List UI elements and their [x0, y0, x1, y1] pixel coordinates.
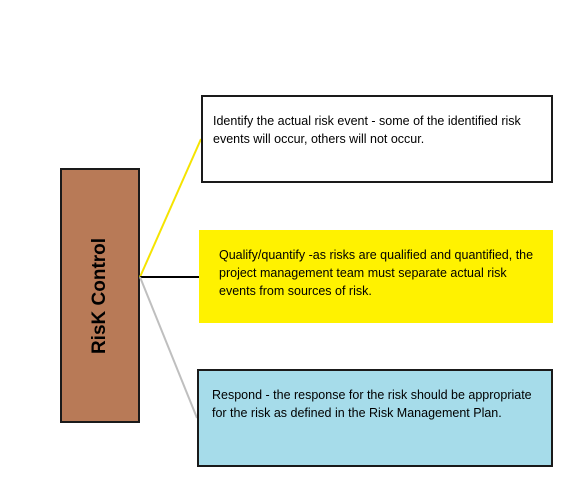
- connector-identify: [139, 138, 202, 278]
- step-identify-box: Identify the actual risk event - some of…: [201, 95, 553, 183]
- step-identify-text: Identify the actual risk event - some of…: [213, 114, 521, 146]
- step-qualify-box: Qualify/quantify -as risks are qualified…: [199, 230, 553, 323]
- step-respond-text: Respond - the response for the risk shou…: [212, 388, 532, 420]
- step-qualify-text: Qualify/quantify -as risks are qualified…: [219, 248, 534, 298]
- step-respond-box: Respond - the response for the risk shou…: [197, 369, 553, 467]
- connector-respond: [139, 276, 198, 419]
- risk-control-box: RisK Control: [60, 168, 140, 423]
